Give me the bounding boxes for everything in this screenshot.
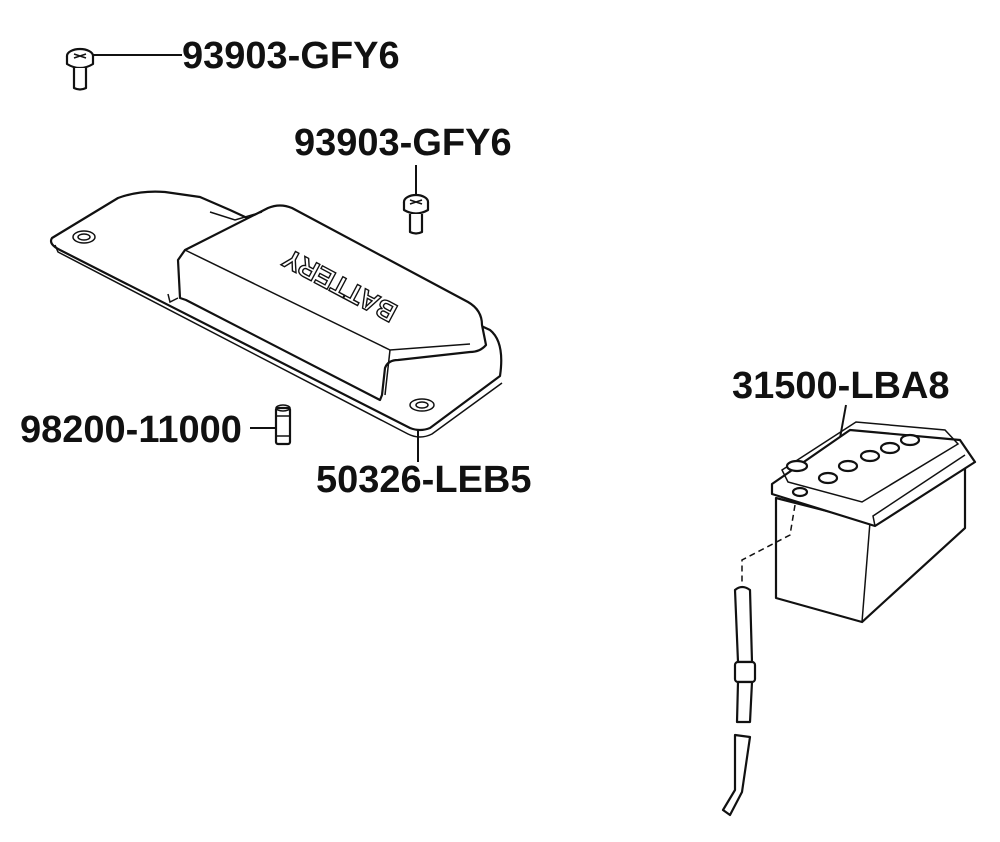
- battery: [770, 404, 977, 624]
- screw-mid: [402, 165, 430, 235]
- screw-top: [65, 47, 182, 91]
- label-fuse: 98200-11000: [20, 409, 242, 451]
- label-cover: 50326-LEB5: [316, 459, 531, 501]
- fuse: [250, 404, 292, 446]
- label-screw-top: 93903-GFY6: [182, 35, 400, 77]
- label-battery: 31500-LBA8: [732, 365, 950, 407]
- label-screw-mid: 93903-GFY6: [294, 122, 512, 164]
- battery-cover: BATTERY: [49, 190, 503, 462]
- vent-hose: [721, 504, 796, 817]
